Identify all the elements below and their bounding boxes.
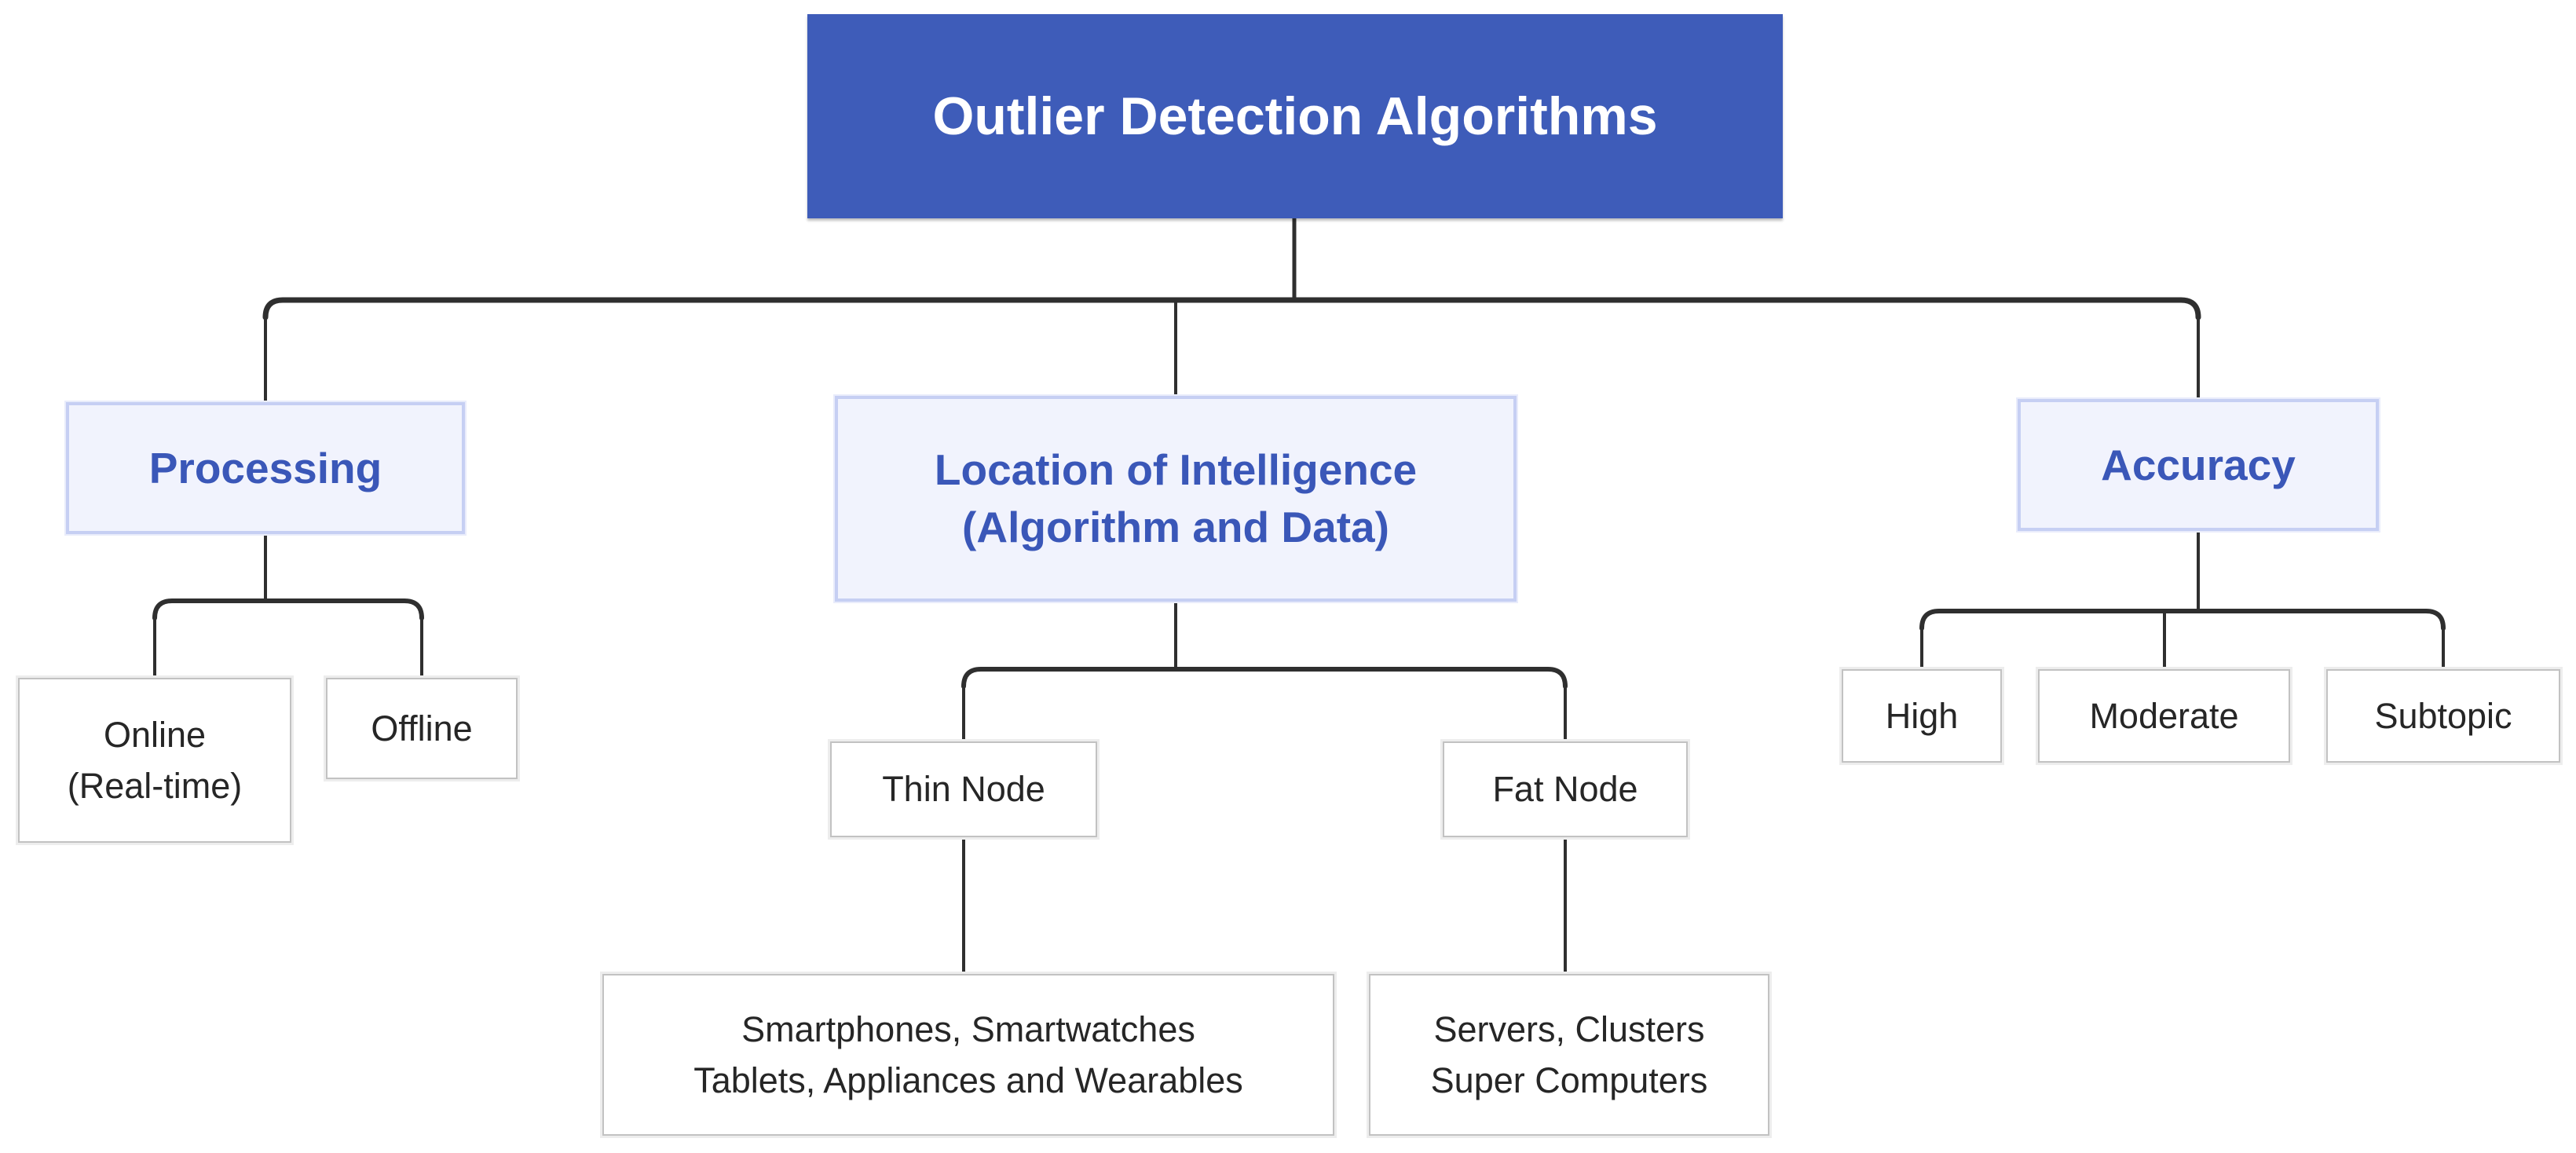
node-offline-label: Offline — [371, 708, 473, 749]
node-root: Outlier Detection Algorithms — [807, 14, 1783, 218]
node-location-label: Location of Intelligence (Algorithm and … — [934, 445, 1418, 551]
connector-location-bus — [961, 667, 1568, 689]
node-accuracy: Accuracy — [2016, 397, 2380, 533]
node-thin-node-label: Thin Node — [882, 769, 1045, 810]
node-accuracy-label: Accuracy — [2101, 440, 2296, 489]
node-processing-label: Processing — [148, 443, 382, 492]
node-subtopic-label: Subtopic — [2374, 695, 2512, 736]
node-fat-node-examples: Servers, Clusters Super Computers — [1367, 972, 1772, 1138]
node-fat-node-examples-label: Servers, Clusters Super Computers — [1430, 1008, 1708, 1100]
node-thin-node-examples: Smartphones, Smartwatches Tablets, Appli… — [600, 972, 1337, 1138]
node-fat-node: Fat Node — [1440, 739, 1690, 840]
node-thin-node-examples-label: Smartphones, Smartwatches Tablets, Appli… — [693, 1008, 1243, 1100]
node-high: High — [1839, 667, 2004, 765]
node-thin-node: Thin Node — [828, 739, 1100, 840]
node-subtopic: Subtopic — [2324, 667, 2563, 765]
node-moderate-label: Moderate — [2089, 695, 2239, 736]
node-moderate: Moderate — [2036, 667, 2292, 765]
node-offline: Offline — [324, 675, 520, 781]
node-location-of-intelligence: Location of Intelligence (Algorithm and … — [833, 394, 1518, 603]
connector-accuracy-bus — [1919, 609, 2446, 631]
node-online-real-time: Online (Real-time) — [16, 675, 294, 845]
connector-level1-bus — [262, 297, 2201, 320]
node-high-label: High — [1885, 695, 1959, 736]
node-fat-node-label: Fat Node — [1492, 769, 1638, 810]
node-online-label: Online (Real-time) — [67, 714, 243, 806]
node-processing: Processing — [64, 401, 467, 536]
node-root-label: Outlier Detection Algorithms — [932, 86, 1658, 146]
connector-processing-bus — [152, 598, 424, 620]
